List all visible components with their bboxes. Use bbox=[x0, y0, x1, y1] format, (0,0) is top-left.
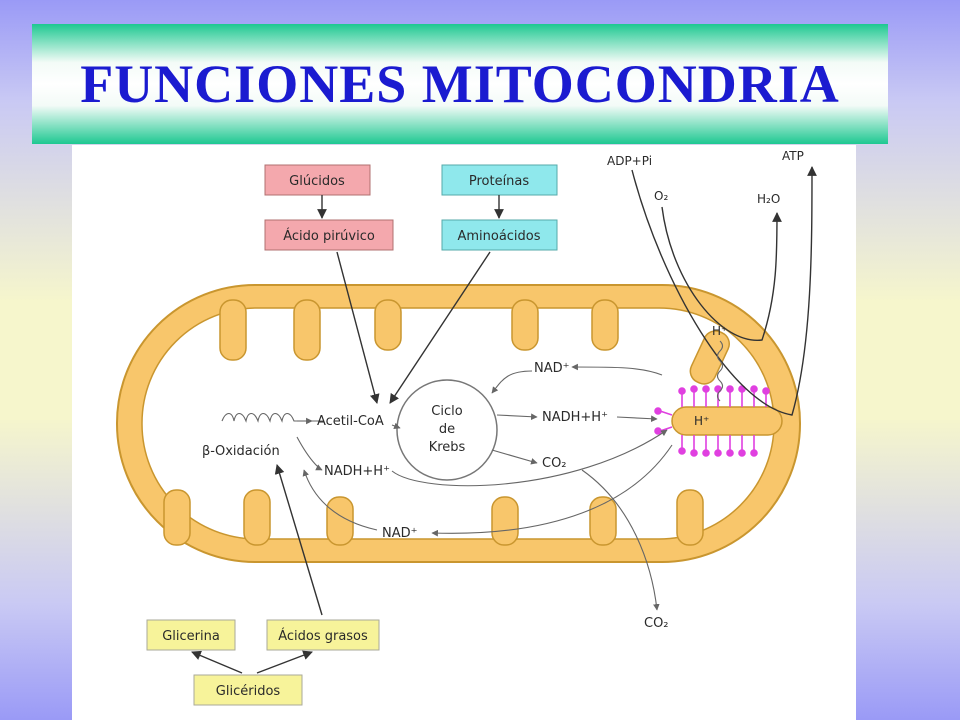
acidos-grasos-label: Ácidos grasos bbox=[278, 628, 368, 644]
proteinas-box bbox=[441, 164, 558, 196]
beta-oxidacion-label: β-Oxidación bbox=[202, 444, 280, 459]
mitochondria-diagram: Glúcidos Ácido pirúvico Proteínas Aminoá… bbox=[116, 149, 817, 706]
krebs-de-label: de bbox=[439, 422, 455, 437]
arrow-nad-top-loop bbox=[571, 363, 663, 376]
fatty-acid-coil bbox=[221, 412, 324, 423]
nadh-left-label: NADH+H⁺ bbox=[324, 464, 390, 479]
nad-bottom-label: NAD⁺ bbox=[382, 526, 418, 541]
arrow-nad-bottom-beta bbox=[302, 469, 378, 531]
gliceridos-box bbox=[193, 674, 303, 706]
atp-label: ATP bbox=[782, 149, 804, 163]
h-plus-top-label: H⁺ bbox=[712, 324, 727, 338]
arrow-nadh-right-particles bbox=[616, 415, 658, 422]
adp-pi-label: ADP+Pi bbox=[607, 154, 652, 168]
arrow-krebs-co2 bbox=[491, 449, 538, 465]
arrow-co2-out bbox=[581, 469, 660, 611]
arrow-acetil-krebs bbox=[391, 422, 401, 430]
nadh-right-label: NADH+H⁺ bbox=[542, 410, 608, 425]
arrow-adp-atp bbox=[631, 166, 817, 416]
glicerina-label: Glicerina bbox=[162, 629, 220, 644]
arrow-acidos-grasos-beta bbox=[274, 464, 323, 616]
glicerina-box bbox=[146, 619, 236, 651]
arrow-aminoacidos-acetil bbox=[389, 251, 491, 404]
aminoacidos-box bbox=[441, 219, 558, 251]
diagram-panel: Glúcidos Ácido pirúvico Proteínas Aminoá… bbox=[72, 145, 856, 720]
title-banner: FUNCIONES MITOCONDRIA bbox=[32, 24, 888, 144]
arrow-particles-nad-bottom bbox=[431, 444, 673, 537]
nad-top-label: NAD⁺ bbox=[534, 361, 570, 376]
arrow-beta-nadh bbox=[296, 436, 323, 471]
arrow-gliceridos-glicerina bbox=[191, 650, 243, 674]
arrow-krebs-nadh bbox=[496, 413, 538, 420]
acetil-coa-label: Acetil-CoA bbox=[317, 414, 384, 429]
h-plus-bottom-label: H⁺ bbox=[694, 414, 709, 428]
proteinas-label: Proteínas bbox=[469, 174, 530, 189]
co2-out-label: CO₂ bbox=[644, 616, 669, 631]
gliceridos-label: Glicéridos bbox=[216, 684, 281, 699]
arrow-o2-h2o bbox=[661, 206, 782, 341]
h2o-label: H₂O bbox=[757, 192, 780, 206]
krebs-krebs-label: Krebs bbox=[429, 440, 466, 455]
arrow-gliceridos-acidos bbox=[256, 650, 313, 674]
co2-inner-label: CO₂ bbox=[542, 456, 567, 471]
acidos-grasos-box bbox=[266, 619, 380, 651]
glucidos-box bbox=[264, 164, 371, 196]
cristae bbox=[163, 299, 783, 546]
krebs-cycle-circle bbox=[396, 379, 498, 481]
arrow-piruvico-acetil bbox=[336, 251, 380, 404]
krebs-ciclo-label: Ciclo bbox=[431, 404, 462, 419]
slide-title: FUNCIONES MITOCONDRIA bbox=[80, 54, 840, 114]
atp-synthase-particles bbox=[654, 385, 770, 457]
acido-piruvico-box bbox=[264, 219, 394, 251]
proton-wave bbox=[716, 340, 724, 402]
glucidos-label: Glúcidos bbox=[289, 174, 345, 189]
arrow-nad-top-krebs bbox=[491, 370, 533, 394]
aminoacidos-label: Aminoácidos bbox=[457, 229, 540, 244]
o2-label: O₂ bbox=[654, 189, 668, 203]
arrow-nadh-left-loop bbox=[391, 429, 668, 487]
acido-piruvico-label: Ácido pirúvico bbox=[283, 228, 375, 244]
